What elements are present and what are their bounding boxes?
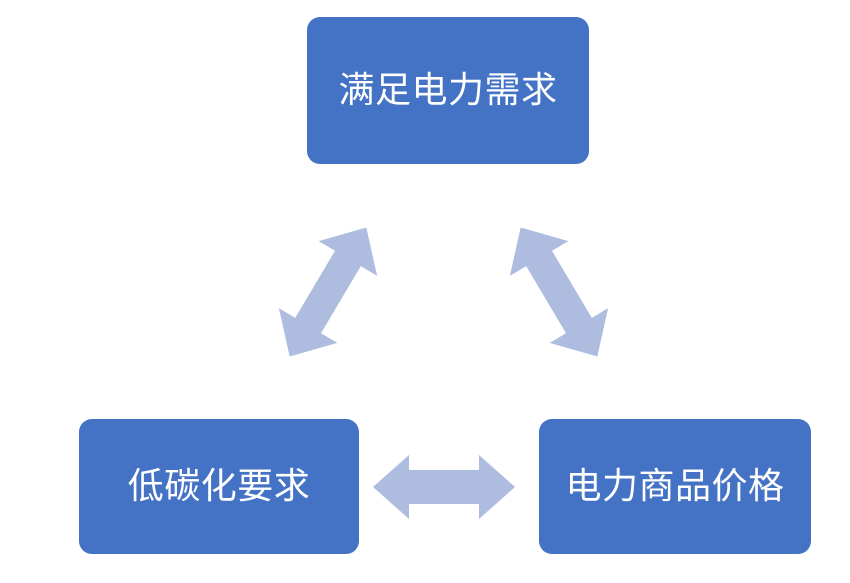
connector-right-diagonal-arrow[interactable] — [491, 210, 626, 374]
node-decarbonization-requirement[interactable]: 低碳化要求 — [79, 419, 359, 554]
connector-bottom-horizontal-arrow[interactable] — [373, 455, 515, 519]
node-meet-power-demand[interactable]: 满足电力需求 — [307, 17, 589, 164]
connector-left-diagonal-arrow[interactable] — [260, 210, 395, 374]
node-label-bottom-left: 低碳化要求 — [127, 465, 311, 507]
node-label-top: 满足电力需求 — [338, 69, 558, 111]
node-electricity-commodity-price[interactable]: 电力商品价格 — [539, 419, 811, 554]
node-label-bottom-right: 电力商品价格 — [565, 465, 785, 507]
